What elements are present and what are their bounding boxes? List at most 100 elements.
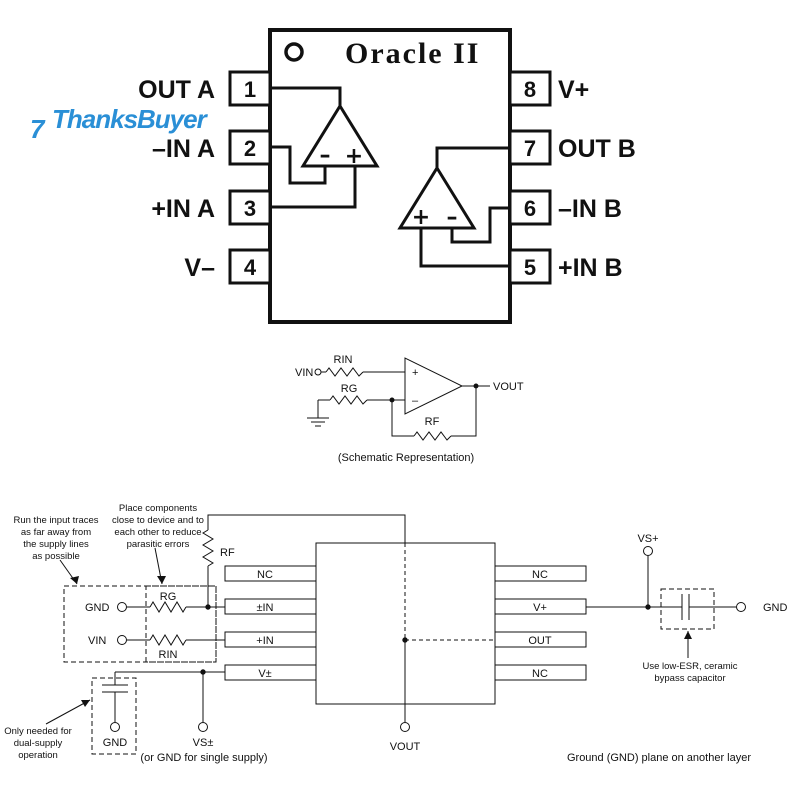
- arrowheads: [70, 576, 692, 707]
- ic-body: [268, 28, 512, 324]
- ic-package: Oracle II 1 OUT A 2 –IN A 3 +IN A 4 V– 8…: [138, 28, 636, 324]
- svg-text:Place components: Place components: [119, 503, 197, 514]
- svg-text:dual-supply: dual-supply: [14, 738, 63, 749]
- schem-vout-label: VOUT: [493, 381, 524, 393]
- amp-a-minus-trace: [270, 145, 327, 185]
- schematic-caption: (Schematic Representation): [338, 452, 474, 464]
- layout-vout-label: VOUT: [390, 741, 421, 753]
- note-bypass: Use low-ESR, ceramic bypass capacitor: [642, 661, 737, 684]
- pin-label: –IN A: [152, 135, 215, 163]
- pad-left-1: [224, 565, 317, 582]
- pin-number: 4: [244, 255, 257, 280]
- pad-right-label: NC: [532, 668, 548, 680]
- pin-number: 2: [244, 136, 256, 161]
- vin-terminal: [314, 368, 322, 376]
- pin-label: OUT B: [558, 135, 636, 163]
- left-pin-2: 2 –IN A: [152, 129, 272, 166]
- layout-vs-minus-note: (or GND for single supply): [140, 752, 267, 764]
- svg-text:Run the input traces: Run the input traces: [13, 515, 98, 526]
- schematic-representation: VIN RIN RG RF VOUT + – (Schematic Repres…: [295, 354, 524, 464]
- layout-rf-resistor: [202, 529, 214, 567]
- layout-gnd-right-label: GND: [763, 602, 788, 614]
- pin-label: +IN B: [558, 254, 623, 282]
- svg-text:as far away from: as far away from: [21, 527, 91, 538]
- layout-rin-resistor: [149, 634, 187, 646]
- arrow-dual-supply: [45, 699, 91, 725]
- pad-left-label: +IN: [256, 635, 273, 647]
- schem-rf-label: RF: [425, 416, 440, 428]
- left-pin-4: 4 V–: [184, 248, 272, 285]
- right-pin-8: 8 V+: [508, 70, 589, 107]
- amp-b-minus-trace: [450, 206, 510, 244]
- pin-label: V–: [184, 254, 215, 282]
- rg-resistor: [329, 395, 368, 405]
- schematic-opamp: [404, 357, 464, 415]
- vout-terminal: [400, 722, 410, 732]
- schem-plus: +: [412, 367, 418, 379]
- svg-text:operation: operation: [18, 750, 58, 761]
- watermark-logo: 7 ThanksBuyer: [30, 104, 210, 144]
- layout-gnd-cap-label: GND: [103, 737, 128, 749]
- vin-terminal-layout: [117, 635, 127, 645]
- amplifier-b: [397, 146, 510, 268]
- amp-a-output-trace: [270, 86, 342, 106]
- svg-text:bypass capacitor: bypass capacitor: [654, 673, 725, 684]
- amp-b-plus-sign: +: [412, 205, 430, 230]
- schem-minus: –: [412, 395, 419, 407]
- schem-vin-label: VIN: [295, 367, 313, 379]
- note-ground-plane: Ground (GND) plane on another layer: [567, 752, 751, 764]
- rin-resistor: [325, 367, 364, 377]
- pin-number: 3: [244, 196, 256, 221]
- svg-text:Only needed for: Only needed for: [4, 726, 72, 737]
- svg-text:parasitic errors: parasitic errors: [127, 539, 190, 550]
- dual-supply-cap-region: [91, 677, 137, 755]
- note-dual-supply: Only needed for dual-supply operation: [4, 726, 72, 761]
- gnd-right-terminal: [736, 602, 746, 612]
- layout-gnd-left-label: GND: [85, 602, 110, 614]
- right-pin-7: 7 OUT B: [508, 129, 636, 166]
- pin-number: 8: [524, 77, 536, 102]
- right-pin-5: 5 +IN B: [508, 248, 623, 285]
- component-region: [145, 585, 217, 663]
- layout-rg-label: RG: [160, 591, 177, 603]
- svg-text:close to device and to: close to device and to: [112, 515, 204, 526]
- logo-text: ThanksBuyer: [52, 104, 209, 134]
- amp-b-triangle: [397, 165, 477, 230]
- left-pin-3: 3 +IN A: [151, 189, 272, 226]
- amp-b-output-trace: [435, 146, 510, 168]
- pad-left-label: V±: [258, 668, 271, 680]
- pad-left-label: NC: [257, 569, 273, 581]
- vs-minus-terminal: [198, 722, 208, 732]
- layout-vs-minus-label: VS±: [193, 737, 214, 749]
- layout-rg-resistor: [149, 601, 187, 613]
- pad-right-label: V+: [533, 602, 547, 614]
- pin-number: 6: [524, 196, 536, 221]
- vs-plus-terminal: [643, 546, 653, 556]
- note-input-traces: Run the input traces as far away from th…: [13, 515, 98, 562]
- layout-rin-label: RIN: [159, 649, 178, 661]
- amp-b-minus-sign: –: [447, 205, 458, 230]
- gnd-cap-terminal: [110, 722, 120, 732]
- amp-a-triangle: [300, 103, 380, 168]
- ic-title: Oracle II: [345, 37, 480, 70]
- left-pin-1: 1 OUT A: [138, 70, 272, 107]
- pad-left-label: ±IN: [256, 602, 273, 614]
- pin-label: +IN A: [151, 195, 215, 223]
- pad-right-3: [494, 631, 587, 648]
- svg-text:each other to reduce: each other to reduce: [114, 527, 201, 538]
- pin-label: V+: [558, 76, 589, 104]
- layout-rf-label: RF: [220, 547, 235, 559]
- right-pin-6: 6 –IN B: [508, 189, 622, 226]
- pad-right-4: [494, 664, 587, 681]
- pad-right-1: [494, 565, 587, 582]
- bypass-cap-region: [660, 588, 715, 630]
- pin1-marker: [284, 42, 304, 62]
- logo-mark: 7: [30, 114, 46, 144]
- amp-a-plus-sign: +: [345, 144, 363, 169]
- layout-vs-plus-label: VS+: [637, 533, 658, 545]
- svg-text:Use low-ESR, ceramic: Use low-ESR, ceramic: [642, 661, 737, 672]
- amp-a-minus-sign: –: [320, 143, 331, 168]
- pad-right-label: OUT: [528, 635, 552, 647]
- pin-number: 7: [524, 136, 536, 161]
